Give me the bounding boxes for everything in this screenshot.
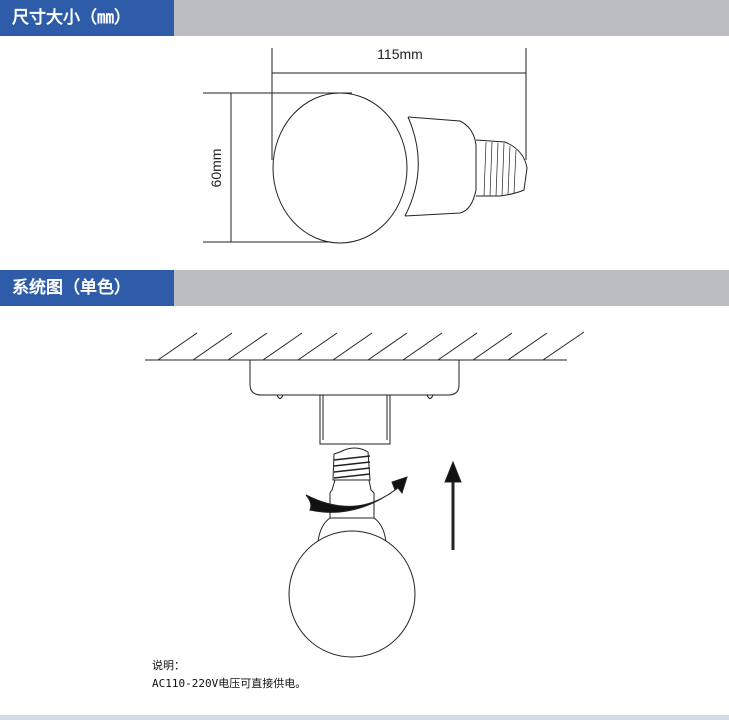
width-dimension: 115mm <box>377 46 423 62</box>
bottom-divider <box>0 715 729 720</box>
height-dimension: 60mm <box>208 149 224 188</box>
installation-drawing <box>145 331 585 658</box>
note-label: 说明： <box>152 659 185 672</box>
section-title: 系统图（单色） <box>0 270 174 306</box>
section-header-size: 尺寸大小（㎜） <box>0 0 729 36</box>
bulb-dimension-drawing <box>203 48 528 244</box>
section-title: 尺寸大小（㎜） <box>0 0 174 36</box>
section-header-system: 系统图（单色） <box>0 270 729 306</box>
note-text: AC110-220V电压可直接供电。 <box>152 677 307 690</box>
